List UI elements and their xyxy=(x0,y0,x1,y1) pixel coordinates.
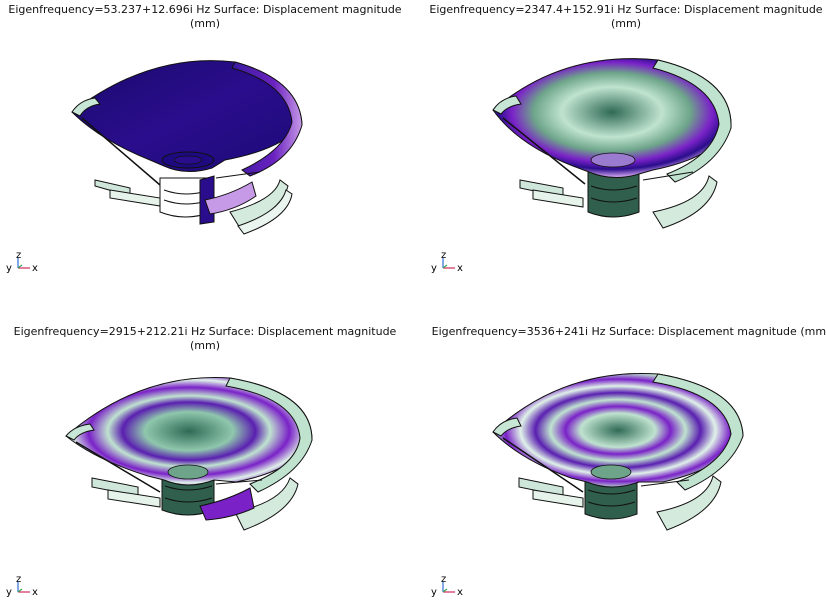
unit-label: (mm) xyxy=(189,339,220,352)
plot-panel-4: Eigenfrequency=3536+241i Hz Surface: Dis… xyxy=(413,300,826,600)
plot-title: Eigenfrequency=3536+241i Hz Surface: Dis… xyxy=(421,325,826,339)
voice-coil xyxy=(584,475,638,520)
x-axis-label: x xyxy=(32,263,38,274)
plot-panel-3: Eigenfrequency=2915+212.21i Hz Surface: … xyxy=(0,300,413,600)
eigenfrequency-label: Eigenfrequency=2915+212.21i Hz xyxy=(13,325,206,338)
loudspeaker-mode-shape[interactable] xyxy=(413,300,826,600)
eigenfrequency-label: Eigenfrequency=2347.4+152.91i Hz xyxy=(429,3,632,16)
axis-triad: z y x xyxy=(431,250,471,280)
surface-label: Surface: Displacement magnitude xyxy=(609,325,797,338)
speaker-surround xyxy=(652,59,732,183)
x-axis-label: x xyxy=(457,263,463,274)
axis-triad: z y x xyxy=(431,574,471,604)
plot-panel-2: Eigenfrequency=2347.4+152.91i Hz Surface… xyxy=(413,0,826,300)
unit-label: (mm) xyxy=(800,325,826,338)
voice-coil xyxy=(159,175,215,225)
voice-coil xyxy=(587,171,640,218)
axis-triad: z y x xyxy=(6,574,46,604)
speaker-basket xyxy=(518,475,722,531)
y-axis-label: y xyxy=(431,587,437,598)
loudspeaker-mode-shape[interactable] xyxy=(0,300,413,600)
plot-panel-1: Eigenfrequency=53.237+12.696i Hz Surface… xyxy=(0,0,413,300)
speaker-surround xyxy=(225,377,313,493)
speaker-surround xyxy=(231,61,303,177)
plot-title: Eigenfrequency=2915+212.21i Hz Surface: … xyxy=(5,325,405,353)
speaker-basket xyxy=(91,477,299,531)
z-axis-label: z xyxy=(441,250,446,261)
y-axis-label: y xyxy=(431,263,437,274)
speaker-surround xyxy=(652,373,744,491)
eigenfrequency-label: Eigenfrequency=3536+241i Hz xyxy=(431,325,606,338)
z-axis-label: z xyxy=(16,574,21,585)
loudspeaker-mode-shape[interactable] xyxy=(0,0,413,300)
plot-title: Eigenfrequency=53.237+12.696i Hz Surface… xyxy=(5,3,405,31)
unit-label: (mm) xyxy=(189,17,220,30)
speaker-basket xyxy=(94,179,293,235)
eigenfrequency-label: Eigenfrequency=53.237+12.696i Hz xyxy=(8,3,211,16)
z-axis-label: z xyxy=(16,250,21,261)
plot-title: Eigenfrequency=2347.4+152.91i Hz Surface… xyxy=(421,3,826,31)
y-axis-label: y xyxy=(6,263,12,274)
x-axis-label: x xyxy=(457,587,463,598)
speaker-basket xyxy=(519,175,718,229)
surface-label: Surface: Displacement magnitude xyxy=(634,3,823,16)
x-axis-label: x xyxy=(32,587,38,598)
axis-triad: z y x xyxy=(6,250,46,280)
surface-label: Surface: Displacement magnitude xyxy=(213,3,402,16)
unit-label: (mm) xyxy=(610,17,641,30)
z-axis-label: z xyxy=(441,574,446,585)
loudspeaker-mode-shape[interactable] xyxy=(413,0,826,300)
y-axis-label: y xyxy=(6,587,12,598)
surface-label: Surface: Displacement magnitude xyxy=(208,325,397,338)
